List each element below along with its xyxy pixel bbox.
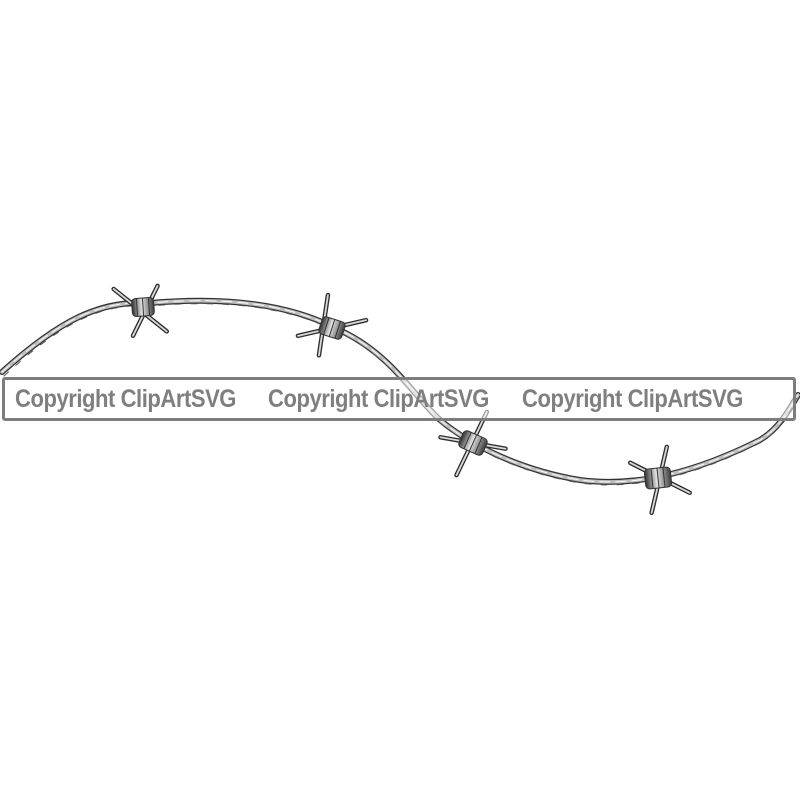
barb-icon <box>438 409 508 478</box>
watermark-text: Copyright ClipArtSVG <box>15 384 236 413</box>
barb-icon <box>111 283 170 339</box>
watermark-text: Copyright ClipArtSVG <box>268 384 490 413</box>
watermark-text: Copyright ClipArtSVG <box>521 384 743 413</box>
barb-icon <box>295 292 369 358</box>
copyright-watermark-banner: Copyright ClipArtSVG Copyright ClipArtSV… <box>2 377 796 421</box>
barb-icon <box>628 444 692 516</box>
